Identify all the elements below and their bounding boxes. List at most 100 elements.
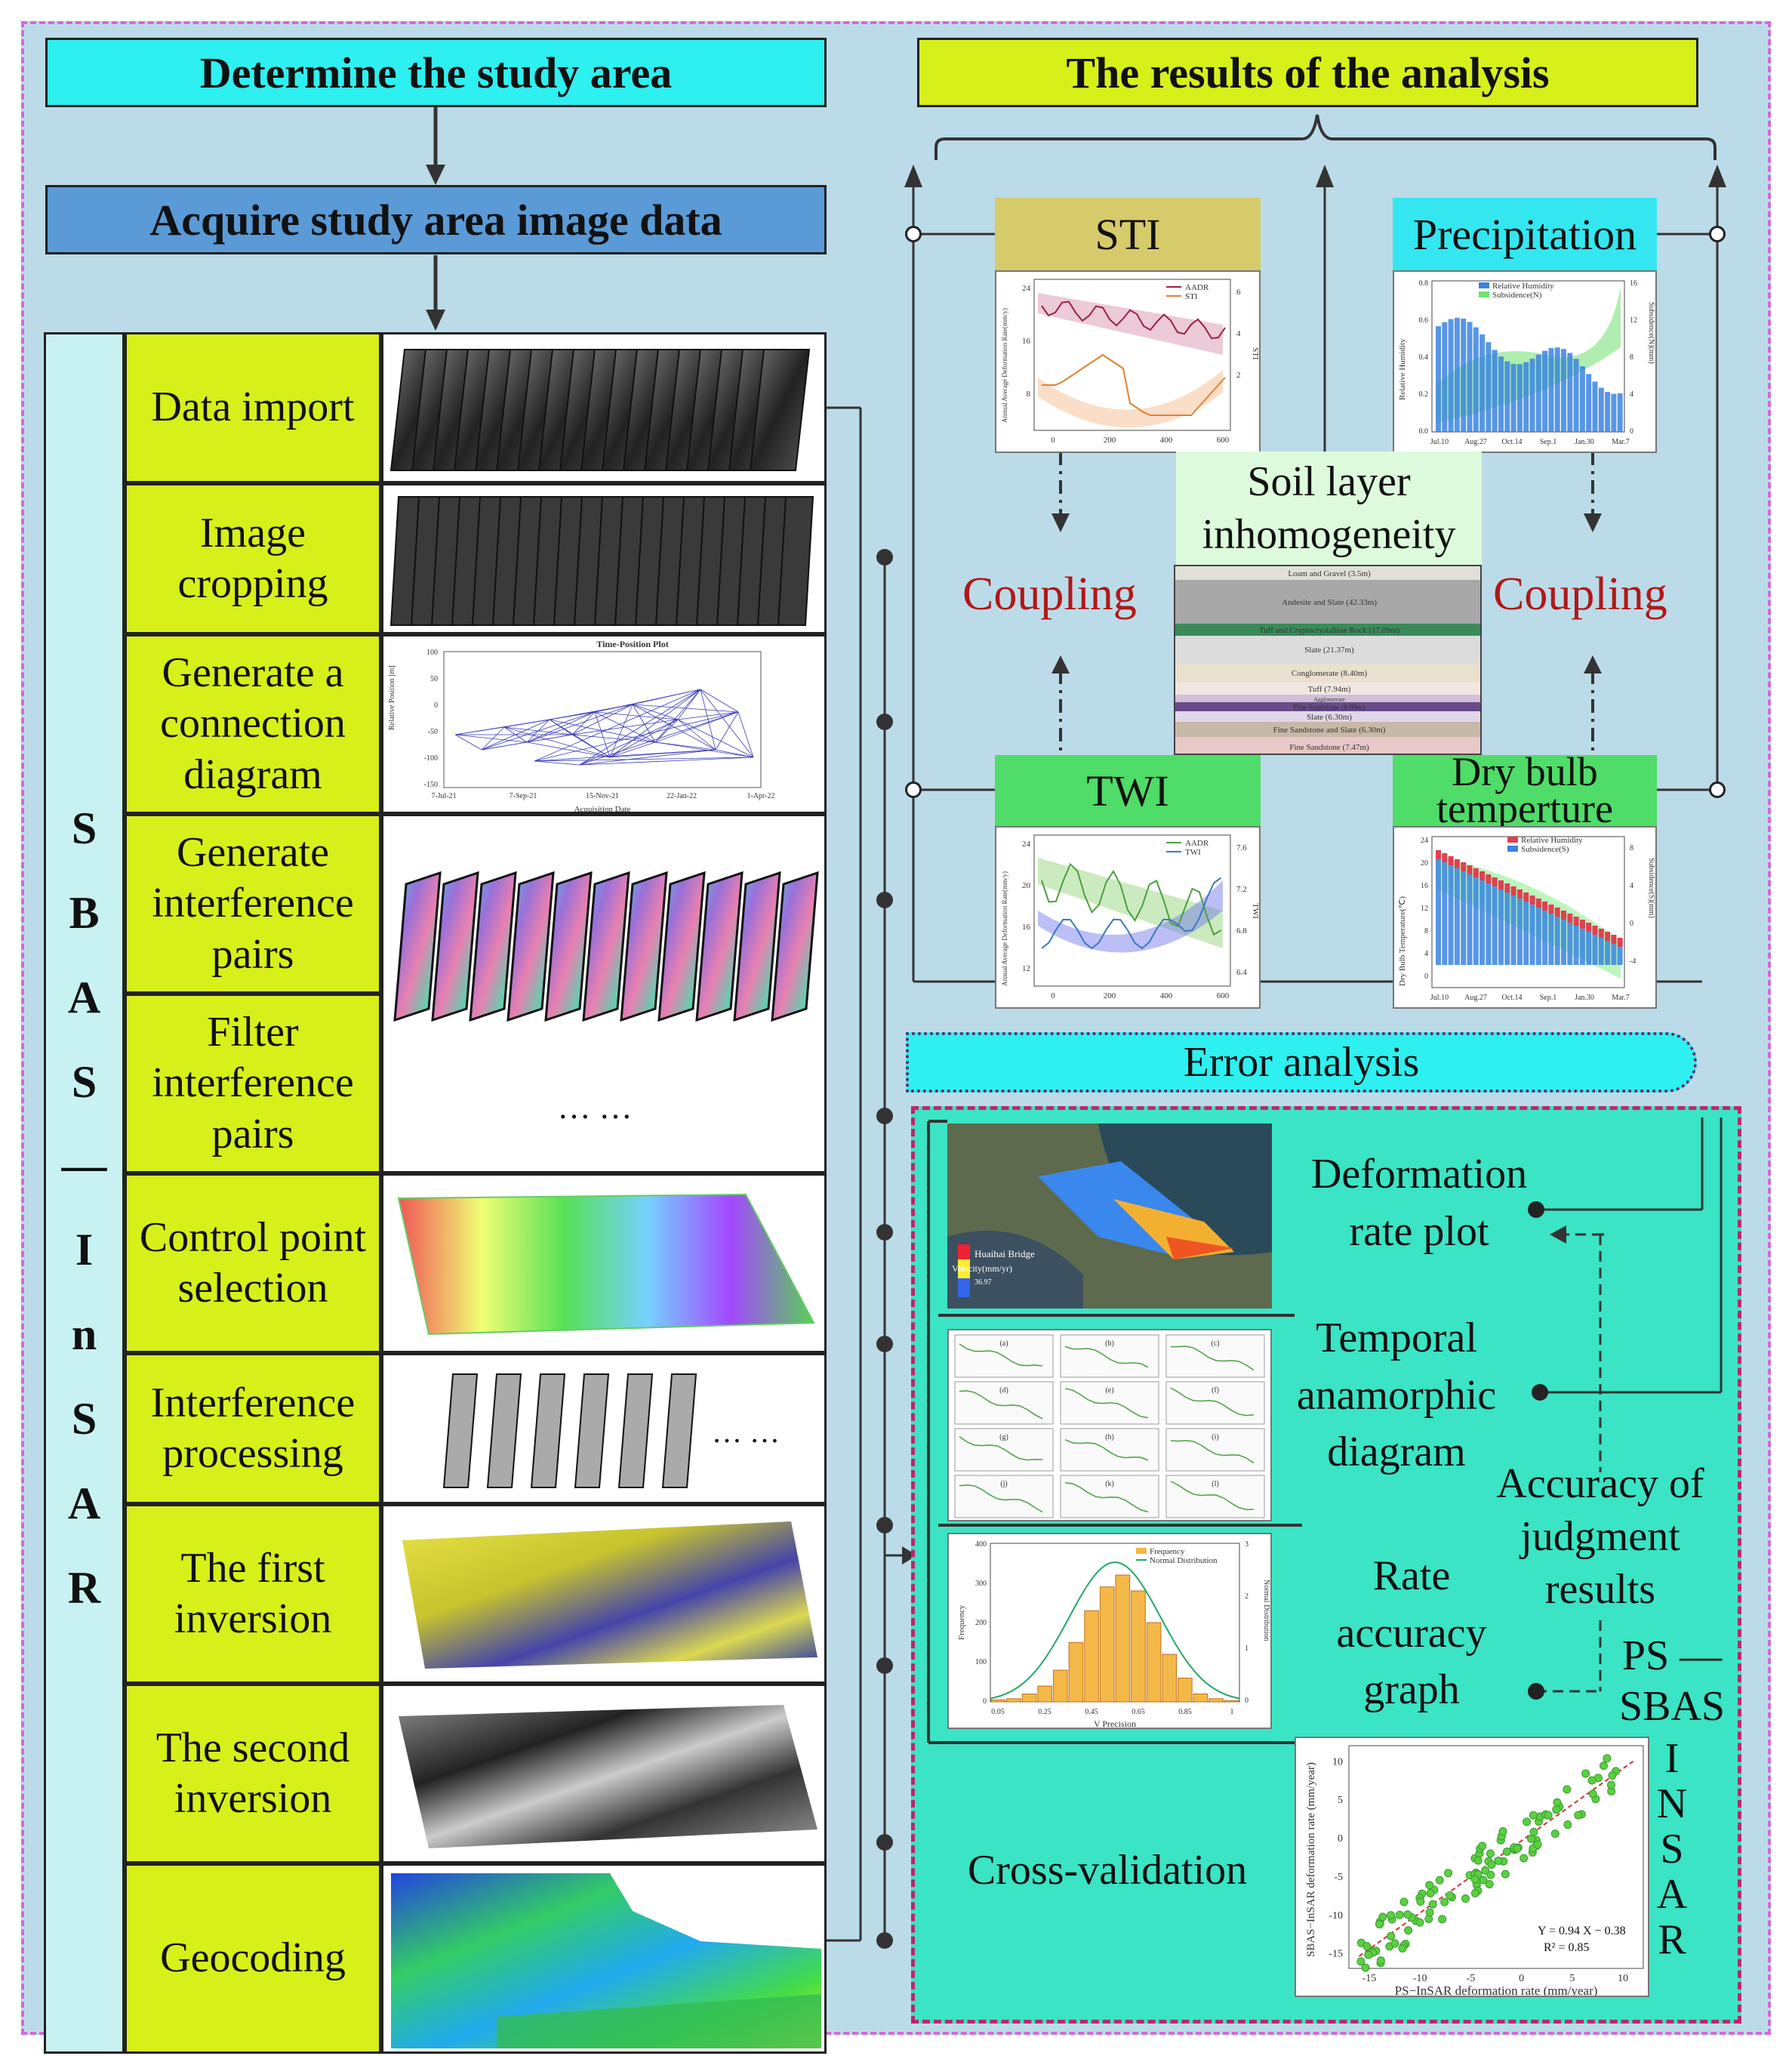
temporal-subplot-label: (h) — [1105, 1433, 1114, 1441]
soil-layer-label: Slate (6.30m) — [1307, 713, 1352, 722]
step-connection-diagram: Generate a connection diagram — [125, 634, 381, 814]
left-flow-arrows — [426, 107, 445, 331]
connection-xtick: 7-Jul-21 — [431, 792, 456, 800]
connection-line — [579, 711, 739, 766]
dry-bar-top — [1523, 892, 1529, 902]
precip-ylabel: Relative Humidity — [1398, 338, 1407, 400]
dry-xtick: Jul.10 — [1430, 994, 1449, 1002]
precip-bar — [1504, 361, 1510, 432]
twi-xtick: 400 — [1160, 991, 1173, 1000]
bus-node — [876, 1108, 893, 1124]
dry-bar-top — [1535, 899, 1541, 908]
dry-y2tick: 8 — [1630, 844, 1633, 852]
dry-bar-top — [1467, 865, 1473, 874]
precip-y2tick: 16 — [1630, 279, 1637, 288]
hist-xlabel: V Precision — [1094, 1718, 1136, 1729]
precip-xtick: Oct.14 — [1502, 438, 1523, 446]
twi-y2tick: 6.8 — [1236, 926, 1247, 936]
precip-bar — [1554, 347, 1560, 432]
precip-bar — [1442, 322, 1448, 432]
hist-bar — [1084, 1610, 1099, 1703]
study-area-header: Determine the study area — [45, 38, 827, 107]
precip-bar — [1516, 364, 1523, 432]
precip-xtick: Jan.30 — [1575, 438, 1594, 446]
insar-letter: S — [1660, 1826, 1684, 1873]
scatter-point — [1533, 1840, 1542, 1849]
connection-line — [700, 689, 739, 713]
dry-bar — [1567, 923, 1573, 965]
dry-bar — [1592, 935, 1598, 965]
scatter-point — [1563, 1785, 1572, 1794]
dry-ytick: 8 — [1424, 927, 1428, 936]
connection-xtick: 22-Jan-22 — [667, 792, 697, 800]
hist-bar — [1178, 1678, 1193, 1703]
scatter-point — [1581, 1769, 1590, 1778]
twi-title: TWI — [995, 755, 1261, 826]
precip-y2tick: 4 — [1630, 390, 1633, 399]
dry-bar — [1579, 929, 1585, 965]
scatter-point — [1446, 1891, 1455, 1900]
deformation-map-panel: Huaihai Bridge Velocity(mm/yr) 36.97 — [947, 1124, 1272, 1309]
bus-node — [876, 714, 893, 730]
dry-bar — [1542, 911, 1548, 965]
soil-layer-label: Andesite and Slate (42.33m) — [1282, 598, 1377, 607]
dry-bar — [1573, 926, 1579, 965]
temporal-subplot-label: (j) — [1000, 1480, 1007, 1488]
scatter-point — [1395, 1910, 1404, 1919]
scatter-xtick: 0 — [1519, 1973, 1524, 1984]
connection-line — [579, 749, 716, 766]
precip-ytick: 0.4 — [1419, 353, 1429, 362]
precip-bar — [1548, 348, 1554, 432]
scatter-point — [1478, 1842, 1487, 1851]
connection-line — [677, 711, 739, 720]
hist-y2label: Normal Distribution — [1262, 1580, 1270, 1641]
dry-bar-top — [1548, 905, 1554, 914]
precip-bar — [1523, 362, 1529, 432]
dry-bar — [1479, 880, 1486, 965]
precip-bar — [1479, 334, 1486, 432]
process-bus-lines — [827, 406, 917, 1949]
interferogram-frame — [620, 871, 668, 1022]
dry-xtick: Oct.14 — [1502, 994, 1523, 1002]
connection-line — [715, 711, 739, 751]
dry-bar — [1492, 886, 1498, 965]
scatter-point — [1498, 1827, 1507, 1836]
temporal-subplot-label: (k) — [1105, 1480, 1114, 1488]
soil-layer-label: Slate (21.37m) — [1304, 646, 1354, 655]
dry-ytick: 24 — [1421, 837, 1428, 845]
precip-bar — [1498, 356, 1504, 432]
scatter-point — [1600, 1762, 1609, 1771]
hist-y2tick: 3 — [1245, 1540, 1249, 1549]
scatter-point — [1606, 1780, 1615, 1789]
step-first-inversion: The first inversion — [125, 1504, 381, 1684]
dry-bar-top — [1567, 914, 1573, 923]
precip-bar — [1454, 317, 1460, 432]
ps-sbas-label: PS — SBAS — [1618, 1632, 1726, 1731]
step-generate-pairs: Generate interference pairs — [125, 814, 381, 994]
scatter-point — [1470, 1888, 1479, 1897]
legend-swatch — [1507, 837, 1518, 843]
connection-xtick: 15-Nov-21 — [586, 792, 619, 800]
connection-line — [526, 734, 573, 743]
connector-node — [1528, 1683, 1544, 1700]
map-label: Huaihai Bridge — [975, 1248, 1035, 1259]
twi-legend: TWI — [1185, 848, 1201, 857]
dry-xtick: Aug.27 — [1464, 994, 1487, 1002]
interferogram-frame — [469, 871, 517, 1022]
dry-bar — [1535, 908, 1541, 965]
scatter-xlabel: PS−InSAR deformation rate (mm/year) — [1395, 1984, 1598, 1997]
soil-layer — [1175, 711, 1480, 722]
dry-bar-top — [1479, 871, 1486, 880]
control-point-image — [381, 1173, 827, 1353]
scatter-point — [1425, 1908, 1434, 1917]
precip-bar — [1529, 359, 1535, 432]
dry-bar-top — [1436, 850, 1441, 859]
hist-bar — [1115, 1574, 1131, 1703]
dry-bar — [1561, 920, 1566, 965]
temporal-subplot — [1165, 1334, 1265, 1378]
interferogram-frame — [544, 871, 593, 1022]
scatter-ytick: -5 — [1334, 1872, 1343, 1883]
temporal-subplot-label: (g) — [999, 1433, 1008, 1441]
connection-line — [632, 689, 701, 705]
dry-y2tick: 4 — [1630, 882, 1633, 890]
